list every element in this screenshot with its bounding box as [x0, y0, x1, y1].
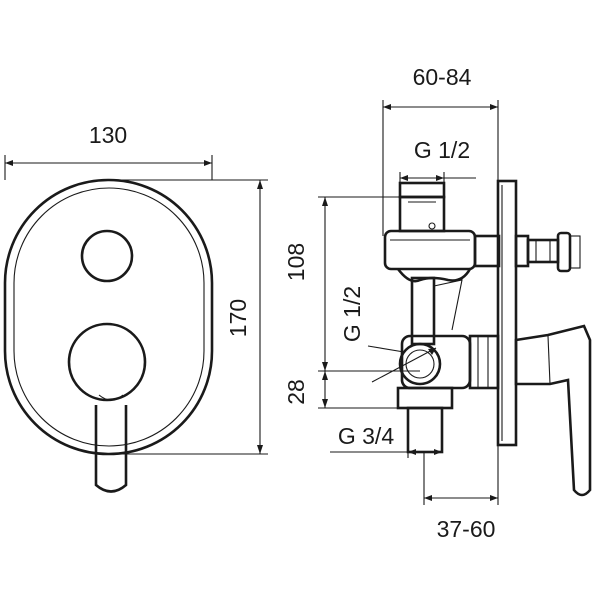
label-g12-side: G 1/2 — [339, 286, 365, 342]
label-37-60: 37-60 — [437, 516, 496, 542]
arrow-g34-left — [408, 449, 416, 455]
label-170: 170 — [225, 299, 251, 337]
side-outlet-bore — [405, 349, 435, 379]
cover-plate-inner — [13, 187, 205, 447]
connecting-rib — [433, 279, 463, 331]
arrow-108-bottom — [322, 362, 328, 371]
lever-hub — [67, 322, 147, 402]
bottom-outlet-nut — [396, 386, 454, 410]
arrow-170-top — [257, 180, 263, 189]
label-28: 28 — [283, 379, 309, 405]
arrow-28-top — [322, 371, 328, 380]
wall-plate — [496, 179, 518, 447]
cartridge-housing — [468, 334, 500, 390]
leader-g12-side-diag — [371, 347, 437, 383]
label-108: 108 — [283, 243, 309, 281]
arrow-g12-side — [428, 348, 436, 355]
front-view: 130 170 — [3, 122, 268, 493]
side-outlet-ring — [398, 342, 442, 386]
bottom-outlet-body — [406, 406, 444, 454]
arrow-130-right — [204, 160, 212, 166]
arrow-g34-right — [434, 449, 442, 455]
lever-neck — [98, 394, 124, 401]
connecting-pipe — [410, 276, 436, 346]
cover-plate-outer — [3, 178, 214, 456]
top-inlet-nut — [398, 181, 446, 199]
diverter-knob-end — [569, 235, 581, 269]
lever-handle — [94, 405, 128, 493]
label-60-84: 60-84 — [413, 64, 472, 90]
arrow-37-60-left — [424, 495, 432, 501]
upper-spindle — [473, 234, 501, 268]
arrow-g12-top-left — [400, 175, 408, 181]
diverter-knob-cap — [556, 231, 572, 273]
arrow-g12-top-right — [436, 175, 444, 181]
top-inlet-bolt — [428, 222, 436, 230]
diverter-knob-side — [526, 238, 560, 264]
arrow-60-84-right — [490, 104, 498, 110]
side-view: 60-84 G 1/2 108 28 G 1/2 G 3/4 — [283, 64, 592, 542]
upper-body — [383, 229, 477, 271]
arrow-60-84-left — [383, 104, 391, 110]
diverter-knob — [80, 229, 134, 283]
arrow-108-top — [322, 197, 328, 206]
arrow-28-bottom — [322, 399, 328, 408]
label-130: 130 — [89, 122, 127, 148]
arrow-130-left — [5, 160, 13, 166]
lever-side-line — [547, 335, 551, 385]
lever-side — [514, 324, 592, 497]
label-g12-top: G 1/2 — [414, 137, 470, 163]
arrow-37-60-right — [490, 495, 498, 501]
diverter-stem — [514, 234, 530, 268]
arrow-170-bottom — [257, 445, 263, 454]
label-g34: G 3/4 — [338, 423, 394, 449]
leader-g12-side — [367, 345, 405, 353]
